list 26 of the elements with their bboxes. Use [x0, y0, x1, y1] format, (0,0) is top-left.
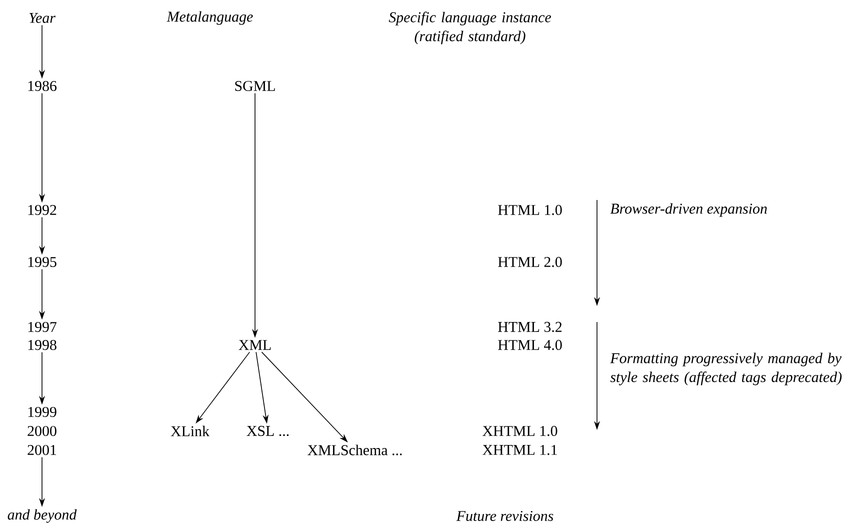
year-label: 1995 [28, 256, 56, 267]
italic-caption: Formatting progressively managed by style sheets (affected tags deprecated) [610, 352, 842, 386]
language-label: HTML 2.0 [498, 256, 562, 268]
italic-caption: Specific language instance (ratified standard) [388, 12, 552, 44]
language-label: XSL ... [246, 426, 289, 436]
language-label: XMLSchema ... [308, 444, 402, 456]
year-label: and beyond [8, 509, 77, 523]
language-label: XML [238, 340, 271, 350]
italic-caption: Metalanguage [166, 11, 253, 25]
italic-caption: Browser-driven expansion [610, 203, 767, 217]
year-label: 1992 [28, 204, 56, 215]
language-label: HTML 4.0 [498, 340, 562, 350]
language-label: SGML [235, 80, 275, 91]
year-label: 1999 [28, 406, 56, 417]
language-label: XLink [170, 426, 210, 436]
year-label: 1986 [28, 80, 56, 92]
year-label: 2000 [28, 426, 56, 436]
year-label: Year [29, 13, 56, 23]
language-label: XHTML 1.1 [482, 444, 557, 456]
year-label: 1997 [28, 322, 56, 332]
language-label: XHTML 1.0 [482, 426, 558, 436]
year-label: 2001 [28, 444, 56, 456]
year-label: 1998 [28, 340, 56, 350]
italic-caption: Future revisions [456, 510, 554, 522]
language-label: HTML 1.0 [498, 204, 562, 216]
language-label: HTML 3.2 [498, 322, 562, 332]
